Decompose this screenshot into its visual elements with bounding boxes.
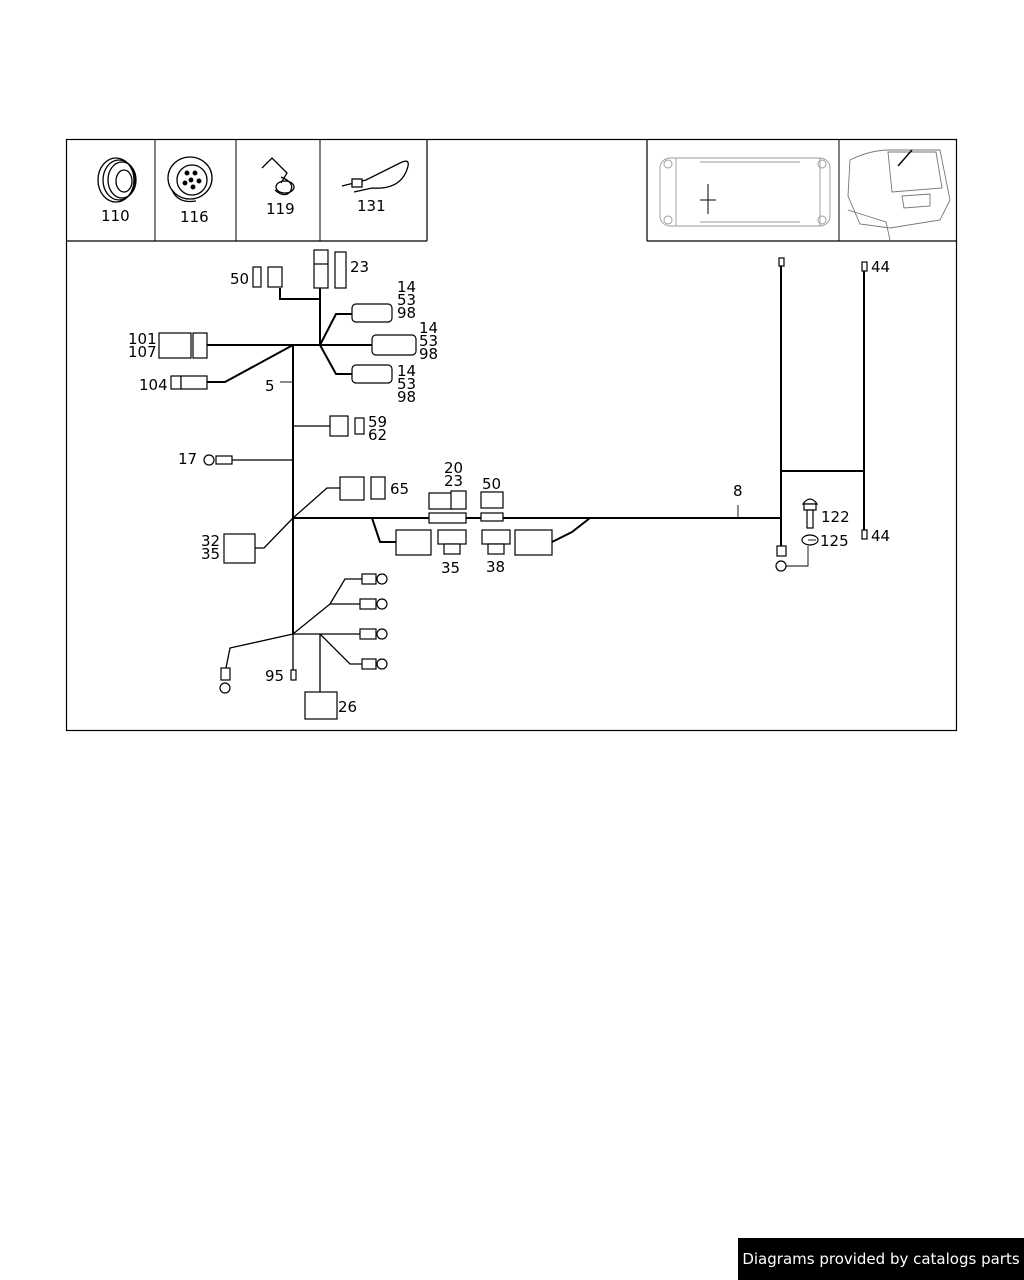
footer-credit: Diagrams provided by catalogs parts (738, 1238, 1024, 1280)
callout-53-a: 53 (397, 291, 416, 309)
connector-plug-icon (167, 156, 213, 203)
callout-53-c: 53 (397, 375, 416, 393)
harness-components (158, 249, 868, 720)
callout-44-top: 44 (871, 258, 890, 276)
callout-35-left: 35 (201, 545, 220, 563)
callout-98-b: 98 (419, 345, 438, 363)
callout-107: 107 (128, 343, 157, 361)
callout-95: 95 (265, 667, 284, 685)
cable-tie-icon (341, 160, 409, 193)
callout-50-mid: 50 (482, 475, 501, 493)
part-label-110: 110 (101, 207, 130, 225)
callout-14-c: 14 (397, 362, 416, 380)
callout-17: 17 (178, 450, 197, 468)
vehicle-top-view-icon (659, 157, 831, 227)
callout-23-top: 23 (350, 258, 369, 276)
callout-98-c: 98 (397, 388, 416, 406)
callout-62: 62 (368, 426, 387, 444)
part-label-116: 116 (180, 208, 209, 226)
callout-50-top: 50 (230, 270, 249, 288)
grommet-icon (97, 157, 137, 203)
harness-wires (207, 266, 865, 692)
protective-cap-icon (261, 157, 295, 196)
callout-44-bottom: 44 (871, 527, 890, 545)
callout-53-b: 53 (419, 332, 438, 350)
diagram-frame (65, 138, 958, 732)
callout-20: 20 (444, 459, 463, 477)
callout-labels: 50 23 14 53 98 14 53 98 14 53 98 101 107… (128, 258, 890, 716)
part-label-131: 131 (357, 197, 386, 215)
callout-32: 32 (201, 532, 220, 550)
callout-14-b: 14 (419, 319, 438, 337)
callout-14-a: 14 (397, 278, 416, 296)
callout-23-mid: 23 (444, 472, 463, 490)
callout-65: 65 (390, 480, 409, 498)
callout-5: 5 (265, 377, 275, 395)
callout-8: 8 (733, 482, 743, 500)
callout-125: 125 (820, 532, 849, 550)
callout-101: 101 (128, 330, 157, 348)
callout-104: 104 (139, 376, 168, 394)
callout-59: 59 (368, 413, 387, 431)
part-label-119: 119 (266, 200, 295, 218)
callout-98-a: 98 (397, 304, 416, 322)
vehicle-rear-view-icon (847, 149, 951, 241)
callout-122: 122 (821, 508, 850, 526)
callout-26: 26 (338, 698, 357, 716)
callout-35-mid: 35 (441, 559, 460, 577)
callout-38: 38 (486, 558, 505, 576)
